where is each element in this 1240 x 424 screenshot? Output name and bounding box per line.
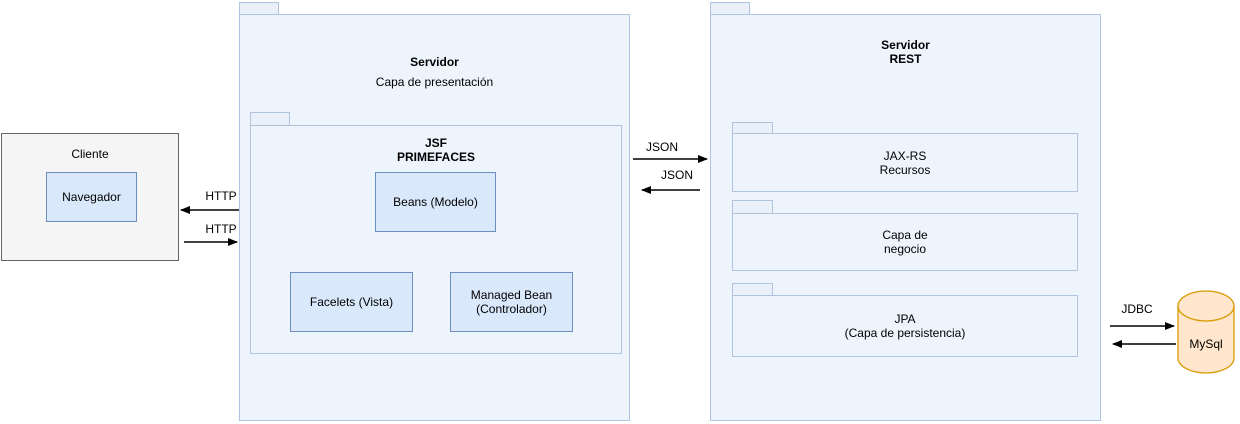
business-layer-package-tab [732, 200, 773, 214]
beans-label: Beans (Modelo) [393, 195, 478, 209]
http-request-label: HTTP [205, 222, 237, 236]
facelets-label: Facelets (Vista) [309, 295, 394, 309]
database-cylinder-icon [1177, 290, 1235, 374]
server-rest-title: Servidor REST [711, 38, 1100, 66]
jpa-line1: JPA [894, 312, 916, 326]
server-rest-package: Servidor REST JAX-RS Recursos Capa de ne… [710, 14, 1101, 421]
business-layer-line1: Capa de [882, 228, 928, 242]
jaxrs-line1: JAX-RS [883, 148, 927, 163]
client-title: Cliente [71, 147, 109, 161]
managed-bean-line1: Managed Bean [470, 288, 553, 302]
jpa-line2: (Capa de persistencia) [844, 326, 966, 340]
json-response-label: JSON [660, 168, 693, 182]
business-layer-line2: negocio [883, 242, 927, 256]
database-label: MySql [1189, 337, 1223, 351]
managed-bean-label: Managed Bean (Controlador) [471, 288, 552, 316]
server-presentation-package: Servidor Capa de presentación JSF PRIMEF… [239, 14, 630, 421]
client-box: Cliente Navegador [1, 133, 179, 261]
facelets-box: Facelets (Vista) [290, 272, 413, 332]
jsf-title-line2: PRIMEFACES [396, 150, 475, 164]
beans-box: Beans (Modelo) [375, 172, 496, 232]
jdbc-label: JDBC [1121, 302, 1153, 316]
server-presentation-title: Servidor [410, 55, 459, 69]
business-layer-package: Capa de negocio [732, 213, 1078, 271]
jaxrs-package: JAX-RS Recursos [732, 133, 1078, 192]
managed-bean-line2: (Controlador) [476, 302, 547, 316]
jsf-title-line1: JSF [424, 136, 447, 150]
managed-bean-box: Managed Bean (Controlador) [450, 272, 573, 332]
browser-label: Navegador [62, 190, 121, 204]
jpa-package: JPA (Capa de persistencia) [732, 295, 1078, 357]
server-rest-title-line1: Servidor [881, 38, 930, 52]
jsf-package-tab [250, 112, 290, 126]
server-rest-title-line2: REST [889, 52, 922, 66]
server-presentation-subtitle: Capa de presentación [375, 75, 494, 89]
jaxrs-line2: Recursos [879, 162, 931, 177]
jsf-title: JSF PRIMEFACES [251, 136, 621, 164]
http-response-label: HTTP [205, 189, 237, 203]
browser-box: Navegador [46, 172, 137, 222]
jsf-package: JSF PRIMEFACES Beans (Modelo) Facelets (… [250, 125, 622, 354]
json-request-label: JSON [645, 140, 678, 154]
